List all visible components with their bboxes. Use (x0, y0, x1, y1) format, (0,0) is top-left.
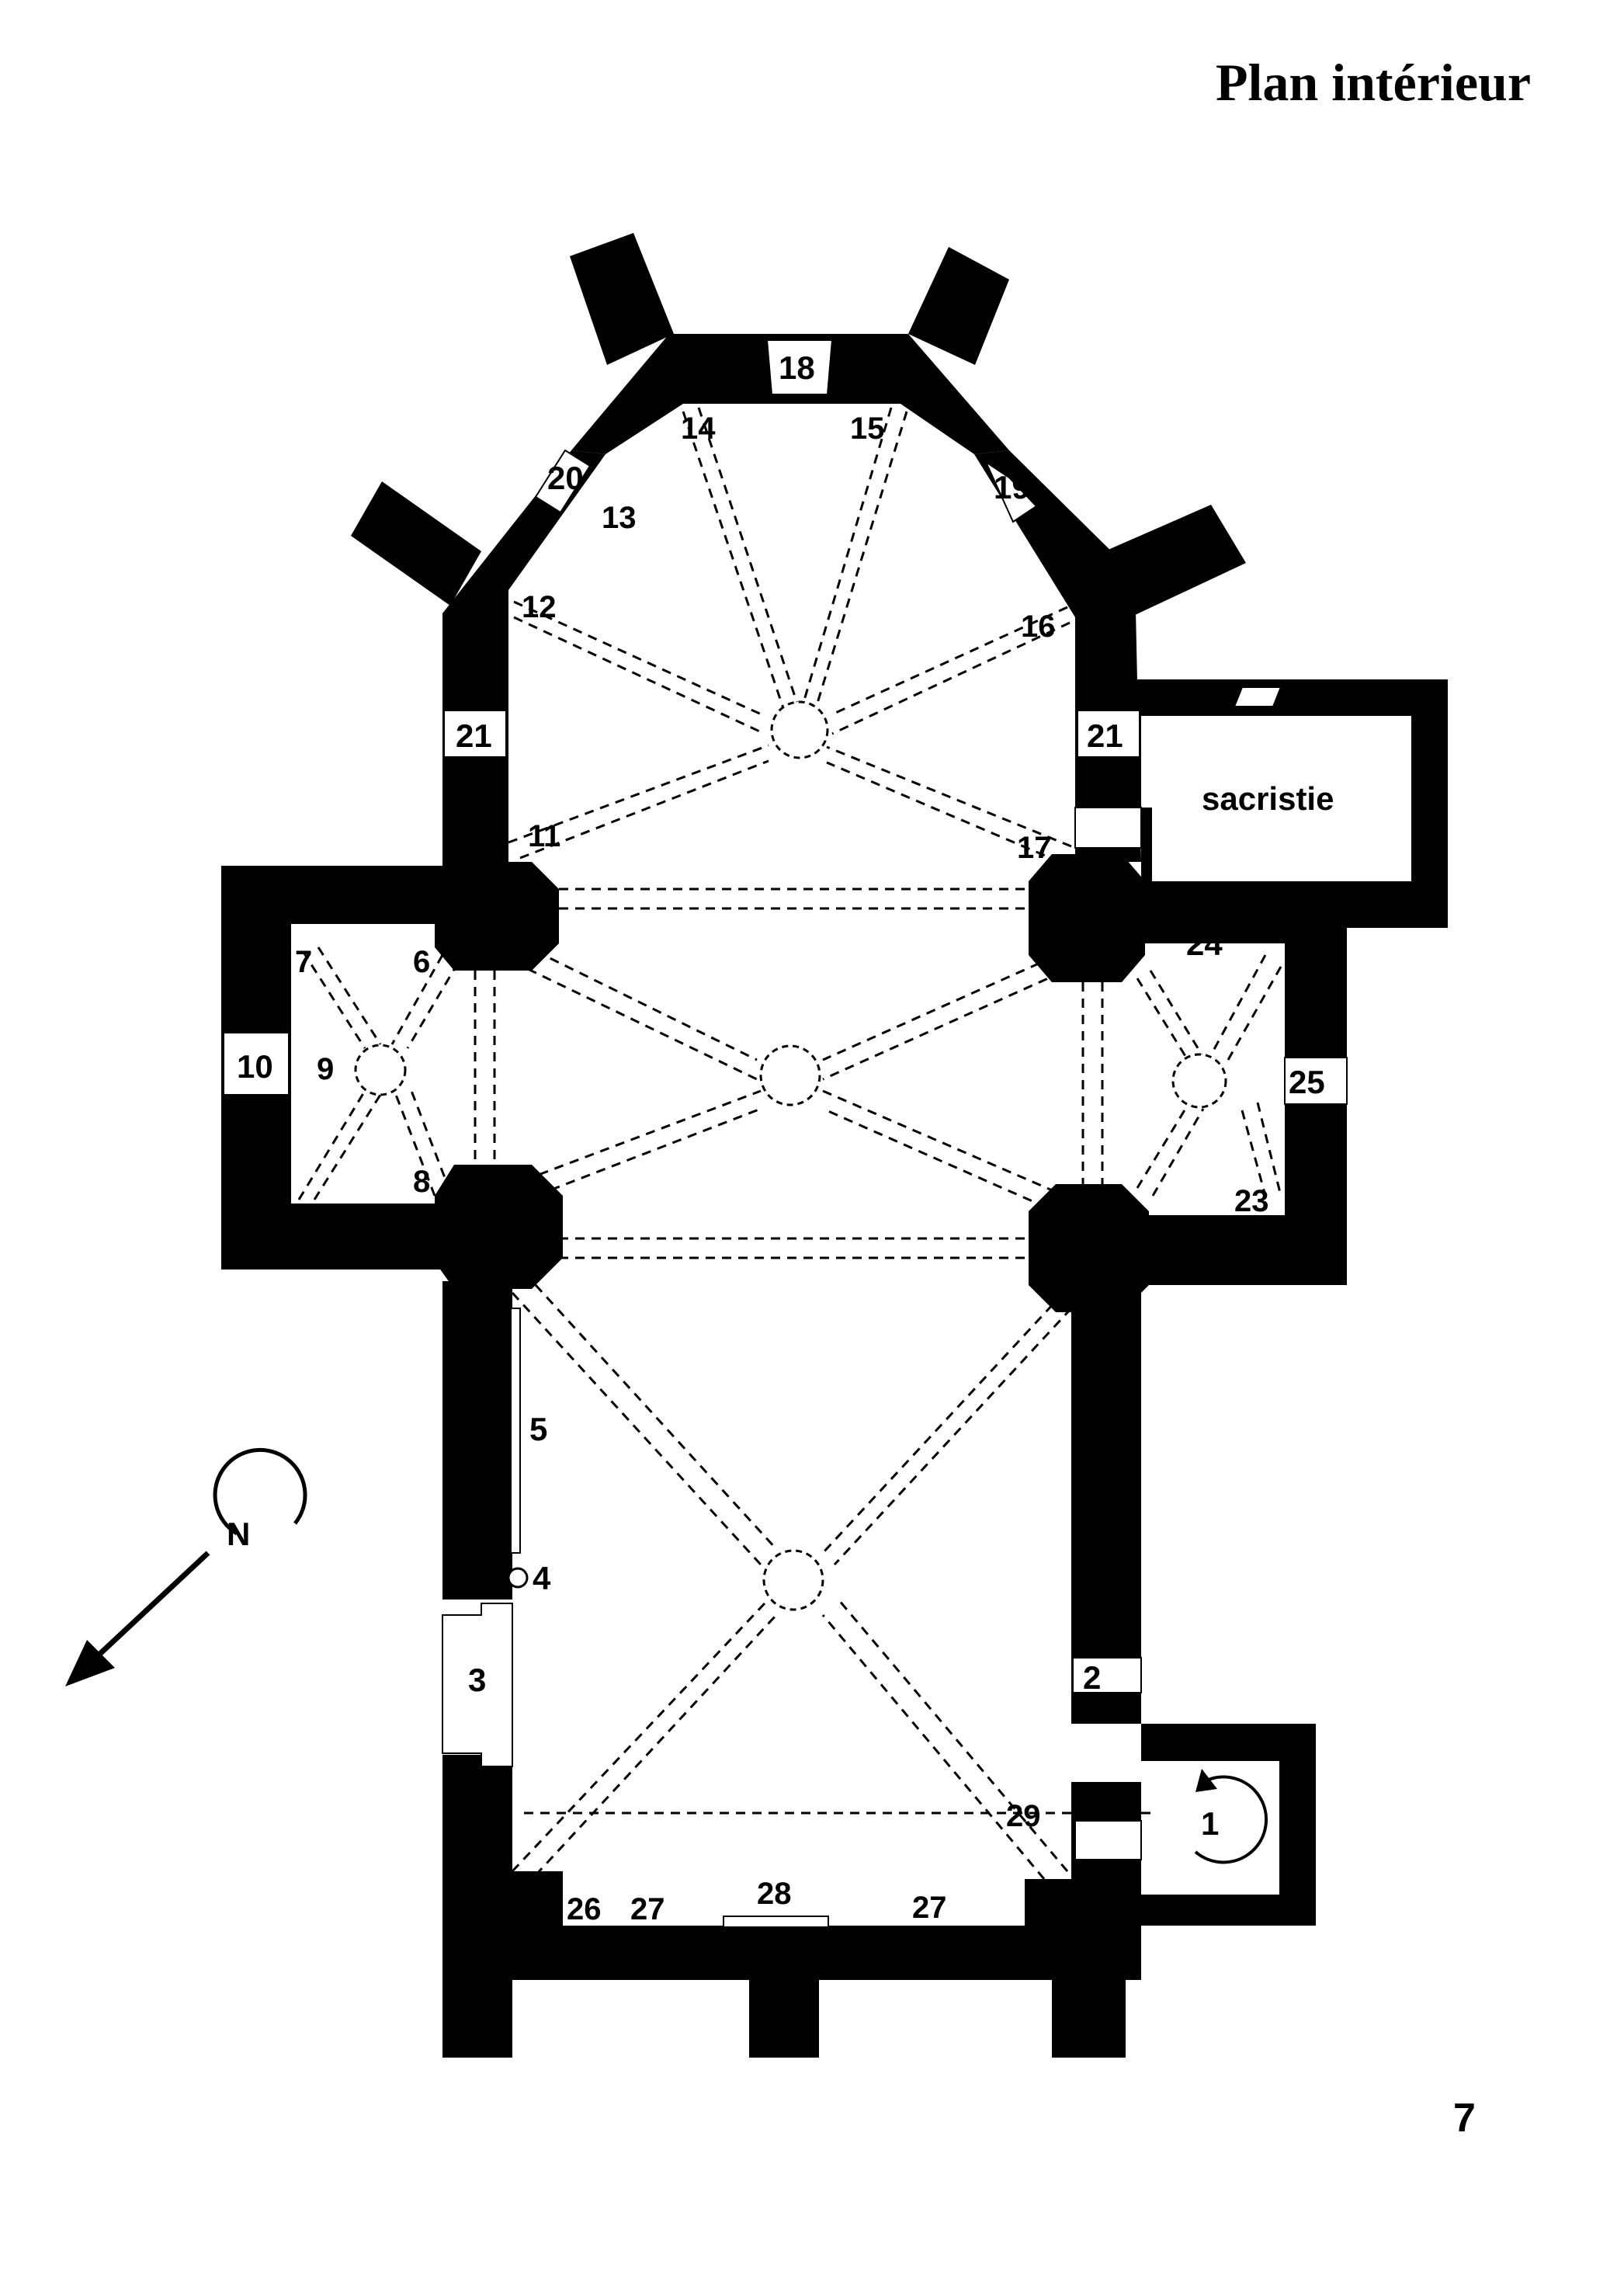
windows (223, 339, 1348, 1928)
label-3: 3 (468, 1662, 486, 1698)
label-24: 24 (1186, 926, 1223, 962)
page-number: 7 (1453, 2096, 1476, 2141)
north-compass: N (65, 1447, 307, 1686)
label-23: 23 (1234, 1184, 1269, 1218)
label-21-south: 21 (1087, 717, 1123, 754)
label-8: 8 (413, 1165, 430, 1199)
sacristy-label: sacristie (1202, 780, 1334, 817)
label-6: 6 (413, 945, 430, 979)
compass-label: N (227, 1516, 250, 1552)
label-15: 15 (850, 412, 885, 446)
label-14: 14 (681, 412, 716, 446)
label-4: 4 (533, 1560, 551, 1596)
staircase-icon (1194, 1769, 1268, 1864)
label-16: 16 (1021, 610, 1056, 644)
label-1: 1 (1201, 1805, 1219, 1842)
label-12: 12 (522, 590, 557, 624)
walls (221, 233, 1448, 2058)
label-18: 18 (779, 349, 815, 386)
label-7: 7 (295, 945, 312, 979)
label-10: 10 (237, 1048, 273, 1085)
label-13: 13 (602, 501, 637, 535)
label-11: 11 (528, 819, 560, 853)
plan-labels: sacristie 1 2 3 4 5 6 7 8 9 10 11 12 13 … (237, 349, 1334, 1926)
label-21-north: 21 (456, 717, 492, 754)
label-5: 5 (529, 1411, 547, 1447)
label-17: 17 (1017, 831, 1052, 865)
compass-ring-icon (213, 1447, 307, 1536)
vault-ribs (297, 407, 1282, 1880)
label-29: 29 (1006, 1799, 1041, 1833)
label-27-left: 27 (630, 1892, 665, 1926)
label-27-right: 27 (912, 1891, 947, 1925)
label-25: 25 (1289, 1064, 1325, 1100)
label-26: 26 (567, 1892, 602, 1926)
label-9: 9 (317, 1052, 334, 1086)
label-2: 2 (1083, 1659, 1101, 1696)
label-28: 28 (757, 1877, 792, 1911)
label-19: 19 (994, 469, 1030, 505)
page-title: Plan intérieur (1215, 53, 1531, 112)
north-arrow-icon (89, 1551, 210, 1664)
label-20: 20 (547, 460, 584, 496)
